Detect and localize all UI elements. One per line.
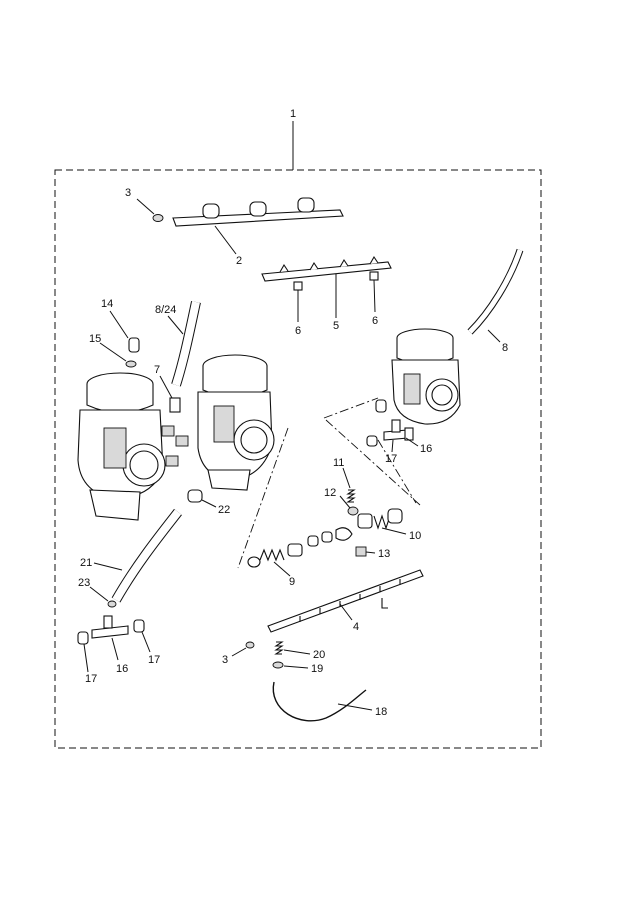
callout-21: 21 [80, 557, 92, 569]
callout-5: 5 [333, 320, 339, 332]
part-12-clip [347, 506, 359, 516]
leader-12 [339, 495, 351, 509]
carburettor-right [391, 328, 461, 425]
part-3-screw-bottom [245, 641, 255, 649]
part-5-lower-bracket [261, 255, 392, 291]
linkage-springs-mid [161, 425, 189, 467]
leader-17a [391, 439, 394, 453]
linkage-indicator-lines [237, 397, 421, 569]
callout-2: 2 [236, 255, 242, 267]
callout-labels: 1 2 3 5 6 6 8 8/24 14 15 7 16 17 11 12 2… [78, 108, 508, 718]
leader-11 [342, 467, 351, 489]
callout-16-right: 16 [420, 443, 432, 455]
callout-20: 20 [313, 649, 325, 661]
callout-8: 8 [502, 342, 508, 354]
callout-17-left-a: 17 [85, 673, 97, 685]
leader-8 [487, 329, 501, 343]
part-17-sleeve-right-b [366, 435, 378, 447]
part-17-sleeve-left-b [133, 619, 145, 633]
leader-8-24 [167, 315, 184, 335]
leader-16b [111, 637, 119, 661]
callout-7: 7 [154, 364, 160, 376]
part-11-spring [346, 489, 356, 503]
leader-2 [214, 225, 237, 255]
part-16-tee-left [91, 615, 129, 639]
part-4-throttle-shaft [267, 569, 424, 633]
part-10-spring-assembly [357, 508, 403, 530]
part-18-cable [272, 681, 367, 722]
callout-15: 15 [89, 333, 101, 345]
callout-6-left: 6 [295, 325, 301, 337]
callout-13: 13 [378, 548, 390, 560]
leader-23 [89, 586, 109, 602]
leader-9 [273, 561, 291, 577]
callout-16-left: 16 [116, 663, 128, 675]
part-9-spring-group [247, 527, 353, 568]
callout-14: 14 [101, 298, 113, 310]
part-23-clip [107, 600, 117, 608]
leader-17c [141, 631, 151, 653]
part-20-spring [274, 641, 284, 655]
callout-17-left-b: 17 [148, 654, 160, 666]
part-8-hose-right [467, 248, 524, 335]
leader-14 [109, 310, 129, 339]
callout-19: 19 [311, 663, 323, 675]
callout-1: 1 [290, 108, 296, 120]
leader-18 [337, 703, 373, 711]
part-2-upper-bracket [172, 197, 344, 227]
leader-3b [231, 647, 247, 657]
part-17-sleeve-left-a [77, 631, 89, 645]
leader-19 [283, 665, 309, 669]
leader-6b [373, 279, 376, 313]
callout-4: 4 [353, 621, 359, 633]
callout-18: 18 [375, 706, 387, 718]
part-19-washer [272, 661, 284, 669]
part-7-fitting [169, 397, 181, 413]
callout-9: 9 [289, 576, 295, 588]
callout-17-right: 17 [385, 453, 397, 465]
callout-11: 11 [333, 457, 344, 469]
part-14-cap [128, 337, 140, 353]
callout-10: 10 [409, 530, 421, 542]
leader-10 [381, 527, 407, 535]
leader-15 [99, 342, 127, 362]
leader-3a [136, 198, 155, 215]
callout-12: 12 [324, 487, 336, 499]
leader-22 [201, 499, 217, 508]
leader-21 [93, 562, 123, 571]
leader-4 [339, 603, 353, 621]
callout-23: 23 [78, 577, 90, 589]
leader-7 [159, 375, 173, 399]
leader-20 [283, 649, 311, 655]
leader-17b [83, 643, 89, 673]
callout-22: 22 [218, 504, 230, 516]
leader-16a [405, 437, 419, 447]
callout-6-right: 6 [372, 315, 378, 327]
part-16-tee-right [383, 419, 414, 441]
carburettor-centre [197, 354, 275, 491]
callout-8-24: 8/24 [155, 304, 176, 316]
part-17-sleeve-right-a [375, 399, 387, 413]
kit-boundary [54, 169, 542, 749]
carburettor-left [77, 372, 166, 521]
leader-13 [365, 551, 376, 554]
callout-3-bottom: 3 [222, 654, 228, 666]
part-3-screw-top [152, 214, 164, 222]
callout-3-top: 3 [125, 187, 131, 199]
part-15-washer [125, 360, 137, 368]
part-13-nut [355, 546, 367, 557]
part-22-collar [187, 489, 203, 503]
